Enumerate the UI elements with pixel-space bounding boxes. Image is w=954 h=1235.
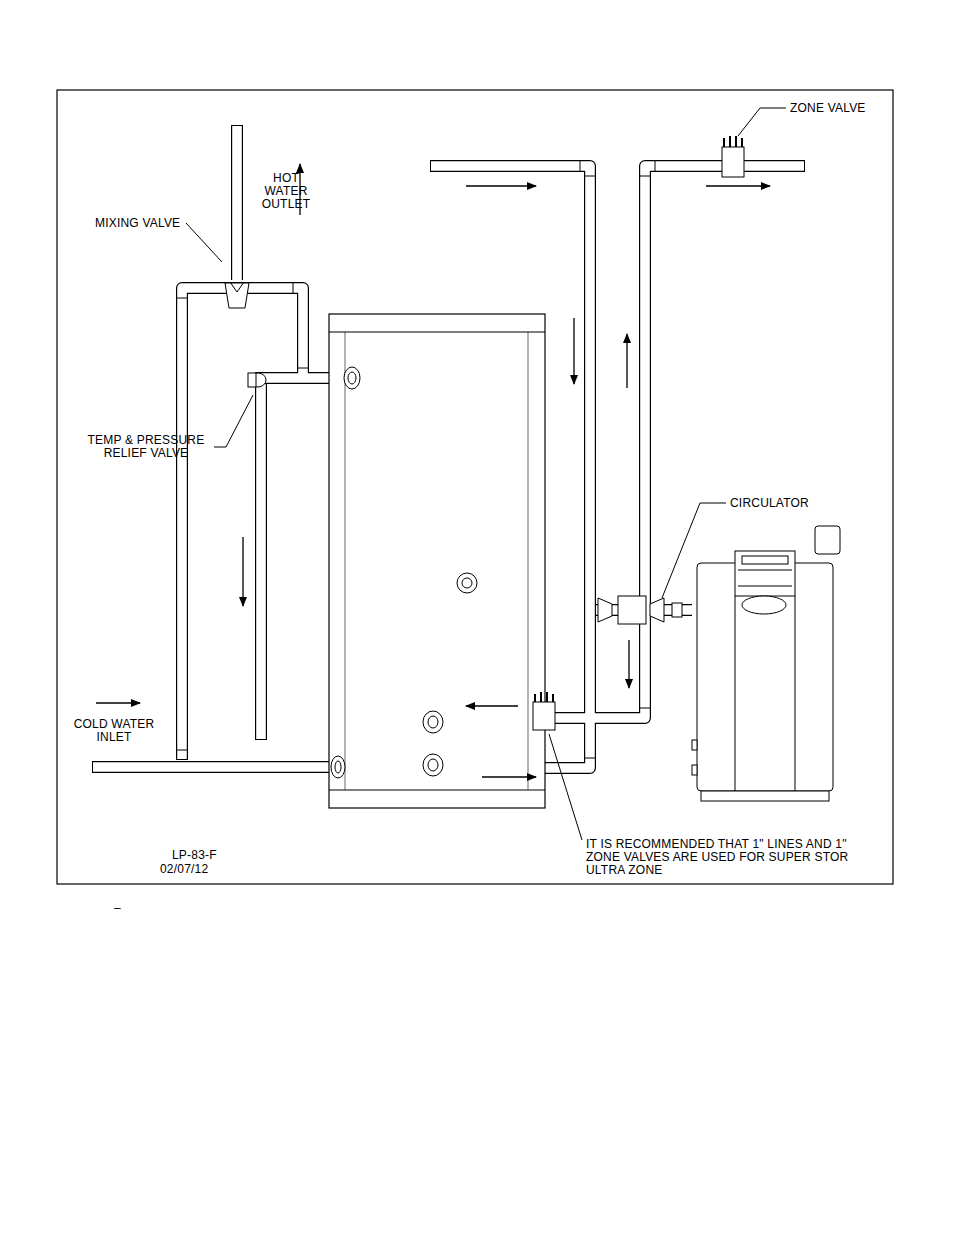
callout-label: MIXING VALVE [95,217,195,230]
callout-label: HOT WATER OUTLET [259,172,313,211]
callout-label: IT IS RECOMMENDED THAT 1" LINES AND 1" Z… [586,838,876,877]
callout-label: COLD WATER INLET [62,718,166,744]
callout-label: – [114,902,134,915]
callout-label: LP-83-F [172,849,242,862]
callout-label: CIRCULATOR [730,497,830,510]
callout-label: 02/07/12 [160,863,240,876]
callout-label: ZONE VALVE [790,102,900,115]
callout-label: TEMP & PRESSURE RELIEF VALVE [78,434,214,460]
